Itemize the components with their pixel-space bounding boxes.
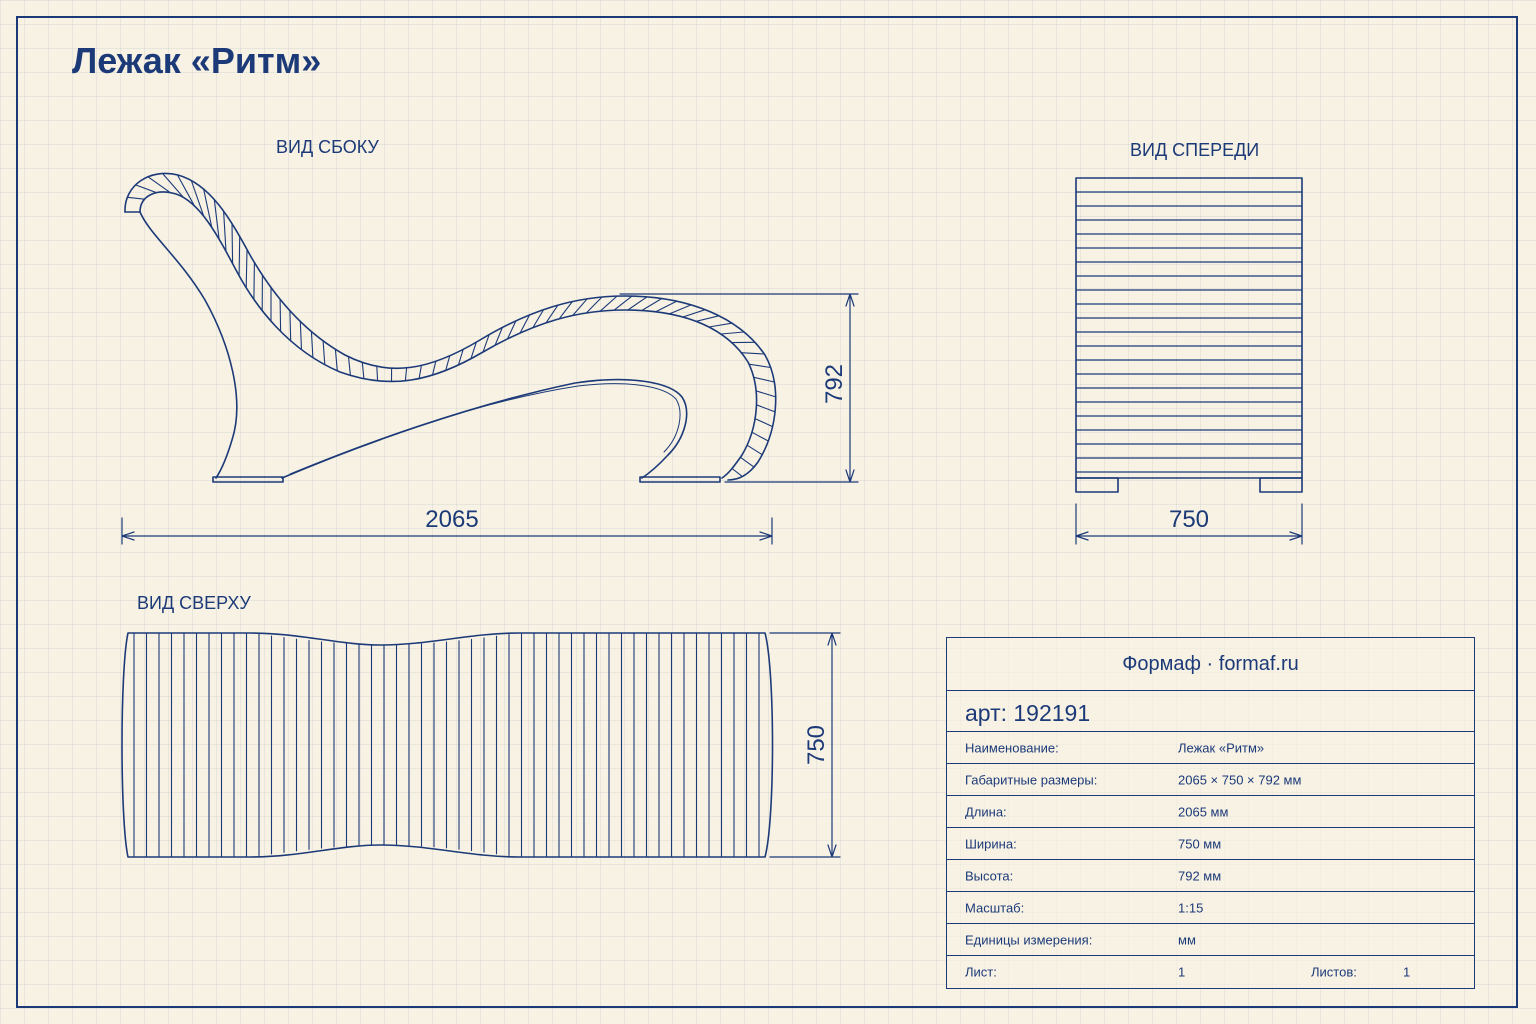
drawing-title: Лежак «Ритм» bbox=[72, 40, 322, 81]
side-outer-profile bbox=[124, 172, 777, 481]
row-value: Лежак «Ритм» bbox=[1178, 740, 1265, 756]
row-label: Ширина: bbox=[965, 836, 1017, 852]
side-height-dimension: 792 bbox=[821, 364, 848, 404]
company-name: Формаф · formaf.ru bbox=[1122, 652, 1299, 675]
drawing-frame bbox=[16, 16, 1518, 1008]
side-view-label: ВИД СБОКУ bbox=[276, 137, 379, 157]
top-view bbox=[121, 632, 841, 858]
sheet-row: Лист: 1 Листов: 1 bbox=[947, 955, 1474, 988]
row-value: 750 мм bbox=[1178, 836, 1222, 852]
sheet-value: 1 bbox=[1178, 964, 1186, 980]
title-block-row: Длина: 2065 мм bbox=[947, 795, 1474, 828]
row-value: 2065 × 750 × 792 мм bbox=[1178, 772, 1302, 788]
side-slat-joints bbox=[126, 172, 777, 478]
side-view bbox=[121, 172, 859, 545]
row-label: Масштаб: bbox=[965, 900, 1025, 916]
front-width-dimension: 750 bbox=[1169, 506, 1209, 533]
side-front-leg bbox=[139, 211, 238, 479]
top-outline bbox=[121, 632, 774, 858]
front-outline bbox=[1075, 177, 1303, 479]
article-row: арт: 192191 bbox=[947, 690, 1474, 732]
side-length-dimension-line bbox=[121, 517, 773, 545]
title-block-row: Масштаб: 1:15 bbox=[947, 891, 1474, 924]
side-underside-arch-inner bbox=[289, 383, 681, 475]
front-view bbox=[1075, 177, 1303, 545]
sheet-label: Лист: bbox=[965, 964, 997, 980]
front-foot-left bbox=[1075, 477, 1119, 493]
side-height-dimension-line bbox=[619, 293, 859, 483]
row-label: Длина: bbox=[965, 804, 1007, 820]
title-block-row: Высота: 792 мм bbox=[947, 859, 1474, 892]
side-underside-arch bbox=[281, 378, 688, 479]
side-length-dimension: 2065 bbox=[425, 506, 478, 533]
top-view-label: ВИД СВЕРХУ bbox=[137, 593, 251, 613]
row-label: Единицы измерения: bbox=[965, 932, 1093, 948]
row-label: Высота: bbox=[965, 868, 1014, 884]
title-block-row: Габаритные размеры: 2065 × 750 × 792 мм bbox=[947, 763, 1474, 796]
row-value: 792 мм bbox=[1178, 868, 1222, 884]
row-label: Габаритные размеры: bbox=[965, 772, 1098, 788]
side-base-plate-rear bbox=[639, 476, 721, 483]
side-base-plate-front bbox=[212, 476, 284, 483]
row-label: Наименование: bbox=[965, 740, 1059, 756]
title-block: Формаф · formaf.ru арт: 192191 Наименова… bbox=[946, 637, 1475, 989]
front-width-dimension-line bbox=[1075, 503, 1303, 545]
top-width-dimension-line bbox=[769, 632, 841, 858]
top-slat-lines bbox=[133, 632, 760, 858]
sheets-total-label: Листов: bbox=[1311, 964, 1357, 980]
row-value: 1:15 bbox=[1178, 900, 1204, 916]
title-block-row: Единицы измерения: мм bbox=[947, 923, 1474, 956]
row-value: 2065 мм bbox=[1178, 804, 1229, 820]
sheets-total-value: 1 bbox=[1403, 964, 1411, 980]
front-slat-lines bbox=[1075, 191, 1303, 473]
front-foot-right bbox=[1259, 477, 1303, 493]
title-block-row: Наименование: Лежак «Ритм» bbox=[947, 731, 1474, 764]
front-view-label: ВИД СПЕРЕДИ bbox=[1130, 140, 1260, 160]
top-width-dimension: 750 bbox=[803, 725, 830, 765]
row-value: мм bbox=[1178, 932, 1196, 948]
title-block-row: Ширина: 750 мм bbox=[947, 827, 1474, 860]
article-number: арт: 192191 bbox=[965, 700, 1091, 726]
